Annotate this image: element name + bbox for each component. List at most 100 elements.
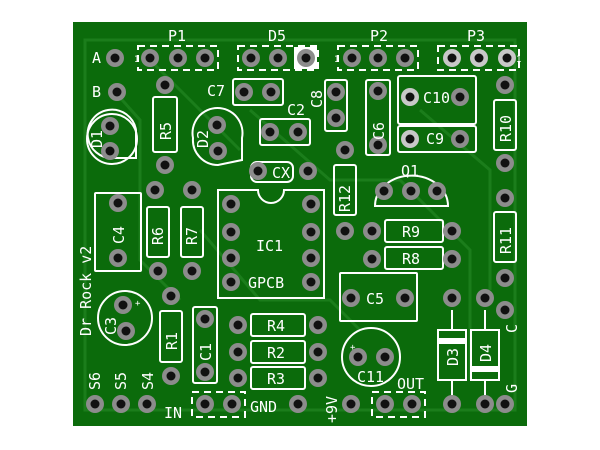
drill-hole [432,186,442,196]
drill-hole [121,326,131,336]
drill-hole [353,352,363,362]
label-s4: S4 [139,372,157,390]
drill-hole [173,53,183,63]
label-c9: C9 [426,130,444,148]
label-r8: R8 [402,250,420,268]
drill-hole [303,166,313,176]
drill-hole [233,373,243,383]
drill-hole [110,53,120,63]
drill-hole [340,226,350,236]
label-c8: C8 [308,90,326,108]
drill-hole [226,277,236,287]
label-d3: D3 [444,348,462,366]
drill-hole [480,293,490,303]
drill-hole [480,399,490,409]
drill-hole [500,399,510,409]
drill-hole [227,399,237,409]
pads [86,49,516,413]
drill-hole [500,80,510,90]
drill-hole [273,53,283,63]
label-a: A [92,49,101,67]
label-p3: P3 [467,27,485,45]
label-s6: S6 [86,372,104,390]
drill-hole [200,53,210,63]
drill-hole [380,352,390,362]
drill-hole [400,53,410,63]
drill-hole [213,146,223,156]
drill-hole [447,226,457,236]
drill-hole [160,160,170,170]
drill-hole [367,254,377,264]
drill-hole [447,399,457,409]
drill-hole [265,127,275,137]
drill-hole [447,254,457,264]
drill-hole [455,134,465,144]
drill-hole [331,87,341,97]
drill-hole [474,53,484,63]
drill-hole [105,146,115,156]
drill-hole [447,293,457,303]
label-c: C [503,324,521,333]
drill-hole [113,253,123,263]
drill-hole [166,371,176,381]
label-c3-plus: + [135,299,141,309]
drill-hole [405,134,415,144]
label-b: B [92,83,101,101]
drill-hole [118,300,128,310]
drill-hole [142,399,152,409]
drill-hole [405,92,415,102]
drill-hole [313,320,323,330]
label-r9: R9 [402,223,420,241]
drill-hole [212,120,222,130]
label-9v: +9V [323,396,341,423]
drill-hole [160,80,170,90]
drill-hole [145,53,155,63]
label-c6: C6 [370,122,388,140]
drill-hole [200,314,210,324]
label-d4: D4 [477,344,495,362]
label-r10: R10 [497,115,515,142]
drill-hole [500,158,510,168]
drill-hole [447,53,457,63]
label-gpcb: GPCB [248,274,284,292]
drill-hole [153,266,163,276]
drill-hole [306,253,316,263]
drill-hole [239,87,249,97]
label-r6: R6 [149,227,167,245]
label-c1: C1 [197,343,215,361]
drill-hole [306,277,316,287]
drill-hole [116,399,126,409]
silkscreen-labels: P1 D5 P2 P3 1 1 1 A B C7 C2 C8 C6 C10 C9… [77,27,521,423]
label-gnd: GND [250,398,277,416]
label-ic1: IC1 [256,237,283,255]
drill-hole [293,127,303,137]
label-c7: C7 [207,82,225,100]
drill-hole [313,347,323,357]
label-cx: CX [272,164,290,182]
drill-hole [502,53,512,63]
drill-hole [166,291,176,301]
label-r4: R4 [267,317,285,335]
drill-hole [253,166,263,176]
label-r12: R12 [336,185,354,212]
drill-hole [373,140,383,150]
board-title: Dr Rock v2 [77,246,95,336]
drill-hole [331,113,341,123]
label-c10: C10 [423,89,450,107]
drill-hole [187,266,197,276]
drill-hole [246,53,256,63]
drill-hole [500,305,510,315]
drill-hole [113,198,123,208]
label-r3: R3 [267,370,285,388]
label-in: IN [164,404,182,422]
drill-hole [400,293,410,303]
drill-hole [306,199,316,209]
drill-hole [293,399,303,409]
label-q1: Q1 [401,162,419,180]
label-r1: R1 [163,332,181,350]
label-out: OUT [397,375,424,393]
drill-hole [407,399,417,409]
drill-hole [200,399,210,409]
label-r11: R11 [497,227,515,254]
drill-hole [233,347,243,357]
